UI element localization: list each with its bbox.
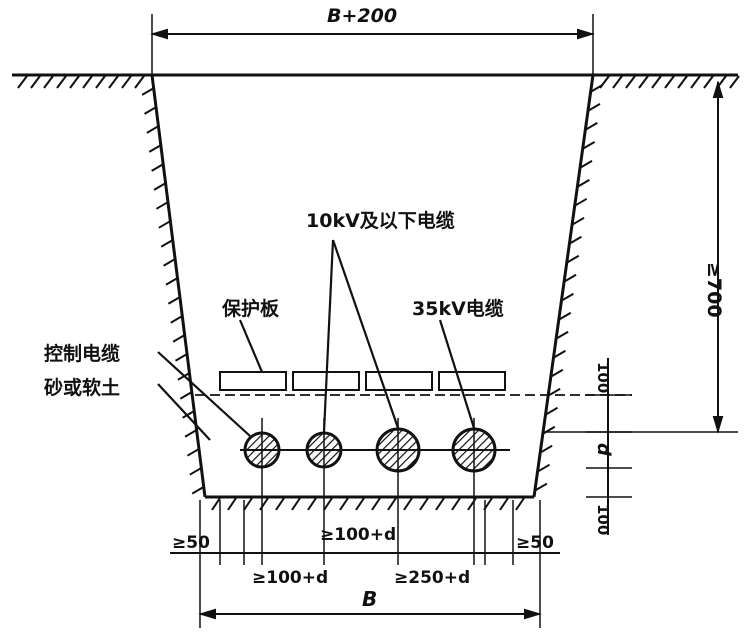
left-50-label: ≥50 — [172, 533, 210, 553]
d-right-label: d — [593, 443, 614, 457]
mid-100d-top-label: ≥100+d — [320, 525, 396, 545]
cover-100-top-label: 100 — [594, 362, 612, 393]
top-width-dimension: B+200 — [150, 5, 595, 75]
mid-100d-bottom-label: ≥100+d — [252, 568, 328, 588]
mid-250d-label: ≥250+d — [394, 568, 470, 588]
protective-plate-3 — [365, 371, 433, 391]
leader-lines — [157, 239, 476, 441]
right-50-label: ≥50 — [516, 533, 554, 553]
depth-label: ≥700 — [703, 262, 725, 318]
top-width-label: B+200 — [327, 5, 397, 27]
right-vertical-dimensions: 100 d 100 — [586, 358, 632, 535]
protective-plate-label: 保护板 — [221, 297, 280, 320]
ground-line — [12, 73, 740, 89]
cover-100-bottom-label: 100 — [594, 504, 612, 535]
protective-plate-4 — [438, 371, 506, 391]
bottom-width-label: B — [362, 587, 377, 611]
cable-35kv-label: 35kV电缆 — [412, 297, 504, 320]
ground-hatch-marks — [17, 75, 740, 89]
cable-10kv-label: 10kV及以下电缆 — [306, 209, 455, 232]
bottom-dimension-line — [170, 500, 560, 628]
trench-walls — [141, 74, 604, 511]
wall-hatch-marks — [141, 84, 604, 511]
sand-soil-label: 砂或软土 — [44, 376, 120, 399]
protective-plate-1 — [219, 371, 287, 391]
cable-centerlines — [219, 418, 514, 565]
control-cable-label: 控制电缆 — [44, 342, 120, 365]
depth-dimension: ≥700 — [545, 80, 738, 434]
